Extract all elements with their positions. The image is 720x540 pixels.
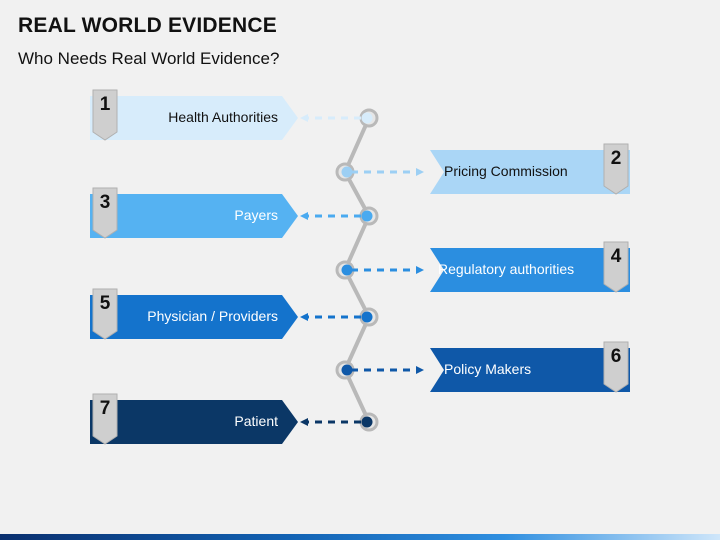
item-label-4: Regulatory authorities: [438, 261, 575, 277]
item-label-1: Health Authorities: [168, 109, 278, 125]
footer-bar: [0, 534, 720, 540]
item-number-2: 2: [610, 148, 622, 169]
connector-dot-7: [361, 416, 373, 428]
page-subtitle: Who Needs Real World Evidence?: [18, 49, 280, 68]
item-number-1: 1: [99, 94, 111, 115]
connector-dot-2: [341, 166, 353, 178]
connector-dot-1: [361, 112, 373, 124]
number-tab-2: [603, 143, 629, 195]
connector-dot-3: [361, 210, 373, 222]
item-number-4: 4: [610, 246, 622, 267]
banner-item-1: [90, 96, 298, 140]
banner-item-7: [90, 400, 298, 444]
page-title: REAL WORLD EVIDENCE: [18, 14, 277, 37]
item-label-5: Physician / Providers: [147, 308, 278, 324]
number-tab-1: [92, 89, 118, 141]
item-label-7: Patient: [234, 413, 278, 429]
item-label-6: Policy Makers: [444, 361, 532, 377]
banner-item-3: [90, 194, 298, 238]
banner-item-4: [430, 248, 630, 292]
connector-dot-5: [361, 311, 373, 323]
item-label-3: Payers: [234, 207, 278, 223]
banner-item-2: [430, 150, 630, 194]
number-tab-6: [603, 341, 629, 393]
number-tab-7: [92, 393, 118, 445]
banner-item-6: [430, 348, 630, 392]
item-number-5: 5: [99, 293, 111, 314]
item-number-3: 3: [99, 192, 111, 213]
connector-dot-6: [341, 364, 353, 376]
banner-item-5: [90, 295, 298, 339]
connector-dot-4: [341, 264, 353, 276]
number-tab-3: [92, 187, 118, 239]
number-tab-4: [603, 241, 629, 293]
item-label-2: Pricing Commission: [444, 163, 568, 179]
number-tab-5: [92, 288, 118, 340]
item-number-7: 7: [99, 398, 111, 419]
item-number-6: 6: [610, 346, 622, 367]
